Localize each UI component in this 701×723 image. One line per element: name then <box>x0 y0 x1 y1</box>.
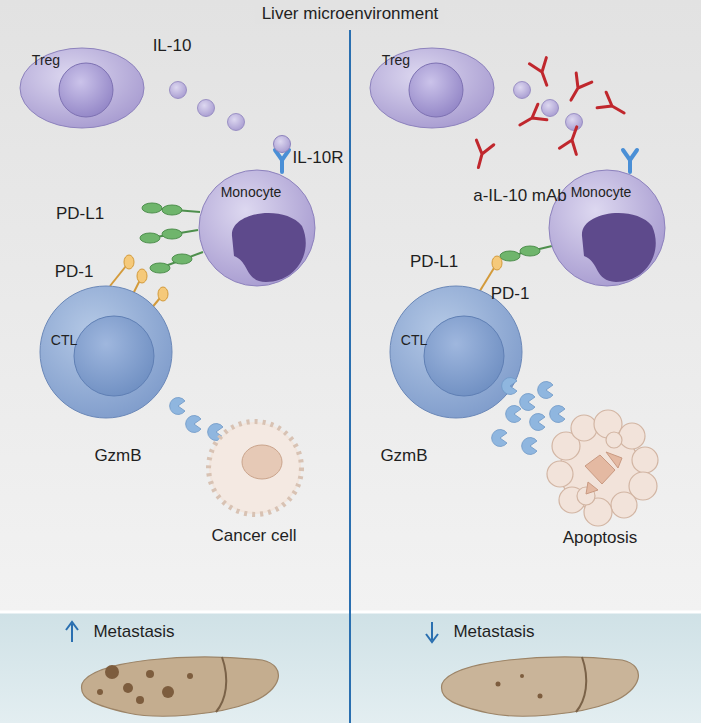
ligand-label: PD-L1 <box>56 204 104 224</box>
ctl-cell: CTL <box>390 286 522 418</box>
enzyme-label: GzmB <box>380 446 427 466</box>
cell-label: Monocyte <box>221 184 282 200</box>
treg-cell: Treg <box>370 48 494 128</box>
cell-label: Cancer cell <box>211 526 296 546</box>
receptor-label: PD-1 <box>491 284 530 304</box>
cell-label: Treg <box>32 52 60 68</box>
cell-label: CTL <box>401 332 427 348</box>
treg-cell: Treg <box>20 48 144 128</box>
diagram-title: Liver microenvironment <box>256 4 445 24</box>
enzyme-label: GzmB <box>94 446 141 466</box>
cell-label: Apoptosis <box>563 528 638 548</box>
receptor-label: IL-10R <box>292 148 343 168</box>
antibody-label: a-IL-10 mAb <box>473 186 567 206</box>
monocyte-cell: Monocyte <box>199 170 315 286</box>
outcome-label: Metastasis <box>93 622 174 642</box>
receptor-label: PD-1 <box>55 262 94 282</box>
cell-label: CTL <box>51 332 77 348</box>
cytokine-label: IL-10 <box>153 36 192 56</box>
ctl-cell: CTL <box>40 286 172 418</box>
cell-label: Monocyte <box>571 184 632 200</box>
outcome-label: Metastasis <box>453 622 534 642</box>
ligand-label: PD-L1 <box>410 252 458 272</box>
cell-label: Treg <box>382 52 410 68</box>
